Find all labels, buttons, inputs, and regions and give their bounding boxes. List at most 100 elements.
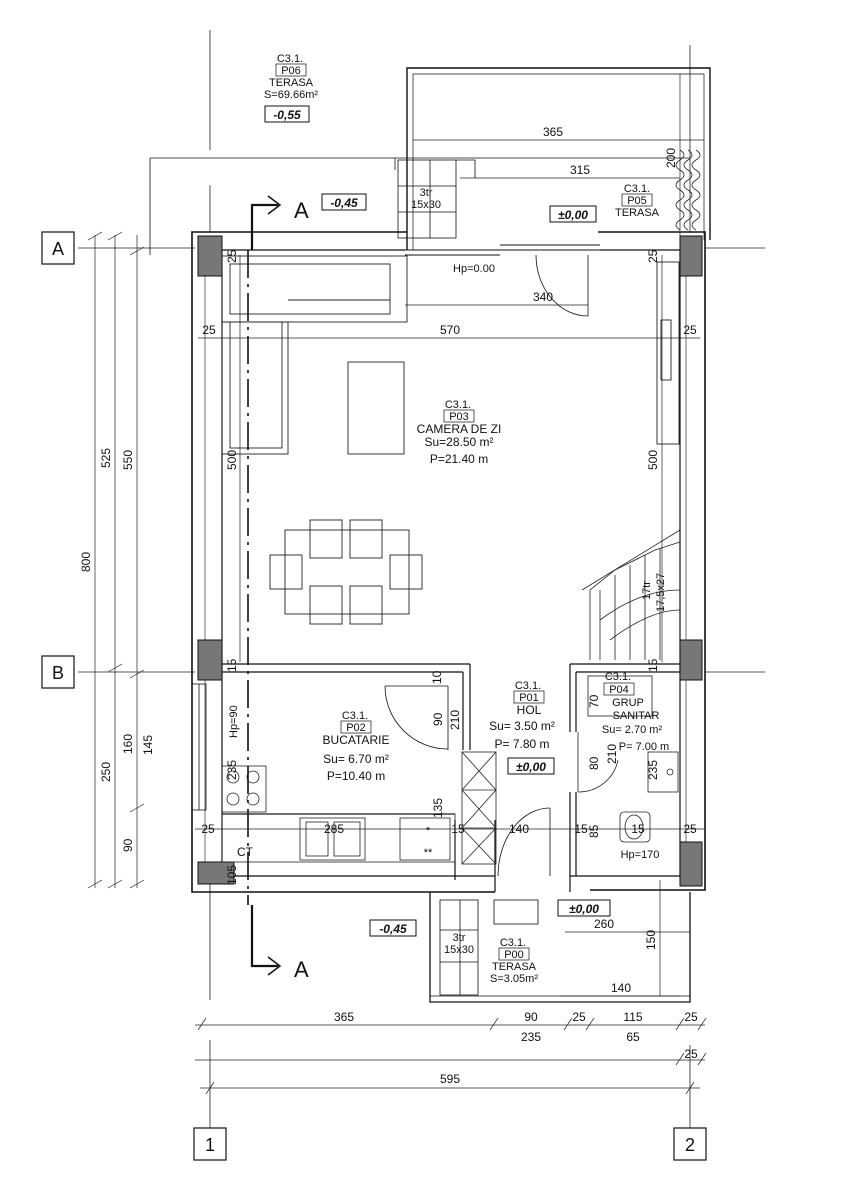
dim-365-top: 365 <box>543 125 563 139</box>
stairs-top-size: 15x30 <box>411 199 441 211</box>
svg-text:±0,00: ±0,00 <box>516 760 546 774</box>
room-label-p00: ±0,00 C3.1. P00 TERASA S=3.05m² <box>490 899 611 985</box>
bottom-dimension-chains <box>195 1017 707 1095</box>
dim-left-90: 90 <box>121 838 135 852</box>
dim-bottom-595: 595 <box>440 1072 460 1086</box>
svg-text:P00: P00 <box>504 949 524 961</box>
svg-text:P03: P03 <box>449 411 469 423</box>
dim-bottom-235: 235 <box>521 1030 541 1044</box>
dim-135: 135 <box>431 798 445 818</box>
grid-marker-1: 1 <box>193 1127 227 1161</box>
door-swing-kitchen <box>384 685 449 750</box>
hp-top-note: Hp=0.00 <box>453 263 495 275</box>
svg-text:-0,45: -0,45 <box>379 922 407 936</box>
svg-text:TERASA: TERASA <box>615 207 660 219</box>
svg-text:C3.1.: C3.1. <box>277 53 303 65</box>
dim-25-a: 25 <box>202 323 216 337</box>
svg-text:C3.1.: C3.1. <box>605 671 631 683</box>
interior-dimension-lines <box>195 74 705 997</box>
interior-stairs <box>581 529 681 660</box>
dim-left-525: 525 <box>99 448 113 468</box>
room-label-p02: C3.1. P02 BUCATARIE Su= 6.70 m² P=10.40 … <box>323 710 390 783</box>
appliance-mark-1: * <box>426 825 431 837</box>
dim-150: 150 <box>644 930 658 950</box>
grid-marker-b: B <box>41 655 75 689</box>
dim-285: 285 <box>324 822 344 836</box>
dim-340: 340 <box>533 290 553 304</box>
bathroom-fixtures <box>577 675 679 843</box>
structural-columns <box>197 235 703 887</box>
svg-text:-0,45: -0,45 <box>330 196 358 210</box>
dim-left-800: 800 <box>79 552 93 572</box>
svg-text:±0,00: ±0,00 <box>569 902 599 916</box>
upper-steps <box>397 159 476 239</box>
dim-25-f: 25 <box>683 822 697 836</box>
dim-140-a: 140 <box>509 822 529 836</box>
svg-text:C3.1.: C3.1. <box>500 937 526 949</box>
dim-25-e: 25 <box>201 822 215 836</box>
room-label-p01: C3.1. P01 HOL Su= 3.50 m² P= 7.80 m ±0,0… <box>489 680 555 775</box>
sliding-door-top <box>405 244 600 256</box>
svg-text:Su= 6.70 m²: Su= 6.70 m² <box>323 752 389 766</box>
dim-210-b: 210 <box>605 744 619 764</box>
dim-bottom-90: 90 <box>524 1010 538 1024</box>
dim-bottom-25-c: 25 <box>684 1047 698 1061</box>
svg-text:P01: P01 <box>519 692 539 704</box>
svg-text:P= 7.80 m: P= 7.80 m <box>494 737 549 751</box>
dim-85: 85 <box>587 824 601 838</box>
door-swing-entry <box>497 807 551 877</box>
svg-text:Su= 2.70 m²: Su= 2.70 m² <box>602 724 663 736</box>
hp-wc-note: Hp=170 <box>621 849 660 861</box>
room-label-p06: C3.1. P06 TERASA S=69.66m² -0,55 <box>264 53 318 123</box>
hall-wardrobe <box>461 751 497 865</box>
svg-text:2: 2 <box>685 1135 695 1155</box>
stairs-inner-size: 17,5x27 <box>655 573 667 612</box>
dim-235-c: 235 <box>225 760 239 780</box>
svg-text:S=3.05m²: S=3.05m² <box>490 973 538 985</box>
hp-left-note: Hp=90 <box>228 705 240 738</box>
dim-15-e: 15 <box>631 822 645 836</box>
svg-text:B: B <box>52 663 64 683</box>
svg-text:TERASA: TERASA <box>492 961 537 973</box>
section-label-bottom: A <box>294 957 309 982</box>
dim-bottom-25-b: 25 <box>684 1010 698 1024</box>
svg-text:P=21.40 m: P=21.40 m <box>430 452 488 466</box>
dim-105: 105 <box>225 865 239 885</box>
dim-235-v: 235 <box>646 760 660 780</box>
svg-text:-0,55: -0,55 <box>273 108 301 122</box>
level-marker-upper-left: -0,45 <box>321 193 367 211</box>
svg-text:Su= 3.50 m²: Su= 3.50 m² <box>489 719 555 733</box>
svg-text:A: A <box>52 239 64 259</box>
svg-text:±0,00: ±0,00 <box>558 208 588 222</box>
door-swing-top <box>535 254 589 317</box>
dim-25-b: 25 <box>683 323 697 337</box>
room-label-p03: C3.1. P03 CAMERA DE ZI Su=28.50 m² P=21.… <box>417 399 502 466</box>
svg-text:P06: P06 <box>281 65 301 77</box>
ct-note: CT <box>237 845 254 859</box>
appliance-mark-2: ** <box>424 847 433 859</box>
dim-bottom-115: 115 <box>623 1010 642 1024</box>
svg-text:C3.1.: C3.1. <box>515 680 541 692</box>
svg-text:P=10.40 m: P=10.40 m <box>327 769 385 783</box>
svg-text:GRUP: GRUP <box>612 697 644 709</box>
dim-bottom-25-a: 25 <box>572 1010 586 1024</box>
svg-text:C3.1.: C3.1. <box>445 399 471 411</box>
svg-text:CAMERA DE ZI: CAMERA DE ZI <box>417 422 502 436</box>
svg-text:P= 7.00 m: P= 7.00 m <box>619 741 669 753</box>
left-dimension-chains <box>87 231 145 889</box>
svg-text:BUCATARIE: BUCATARIE <box>323 733 390 747</box>
svg-text:HOL: HOL <box>517 703 542 717</box>
dining-table <box>269 519 423 625</box>
svg-text:Su=28.50 m²: Su=28.50 m² <box>424 435 493 449</box>
sofa <box>221 255 408 455</box>
window-left-kitchen <box>191 683 207 811</box>
dim-15-b: 15 <box>646 658 660 672</box>
section-marker-bottom <box>250 905 282 976</box>
coffee-table <box>347 361 405 455</box>
dim-left-550: 550 <box>121 450 135 470</box>
upper-terrace-outline <box>149 67 711 255</box>
dim-15-c: 15 <box>451 822 465 836</box>
stairs-inner-count: 17tr <box>641 581 653 600</box>
grid-marker-2: 2 <box>673 1127 707 1161</box>
